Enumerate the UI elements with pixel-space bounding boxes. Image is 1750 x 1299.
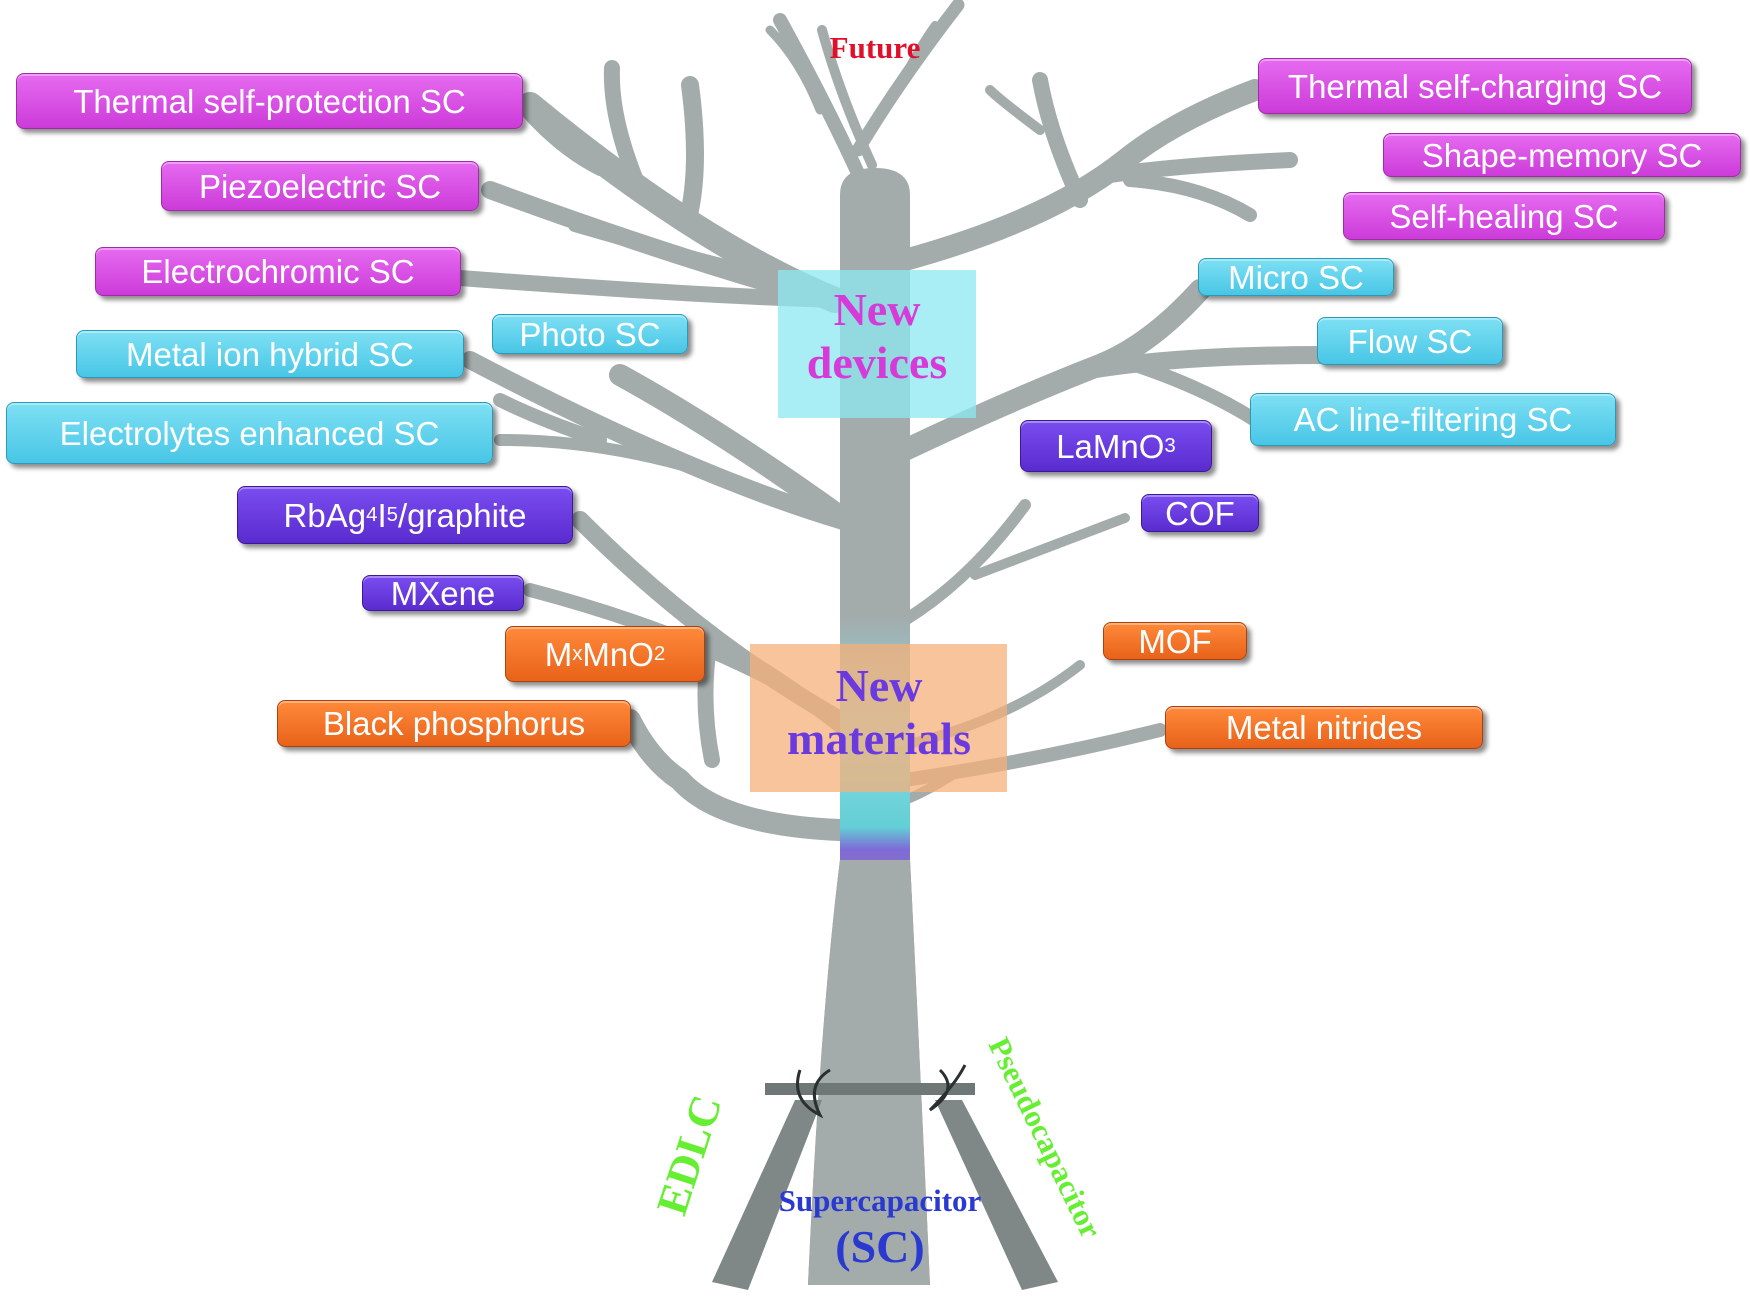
supercapacitor-line1: Supercapacitor	[778, 1183, 982, 1218]
tag-photo-sc: Photo SC	[492, 314, 688, 354]
new-devices-label: New devices	[768, 284, 986, 390]
rbag4i5-part-c: /graphite	[398, 496, 527, 534]
tag-mof: MOF	[1103, 622, 1247, 660]
new-devices-line2: devices	[806, 336, 948, 388]
new-materials-zone	[750, 644, 1007, 792]
new-materials-line1: New	[835, 660, 923, 711]
tag-micro-sc: Micro SC	[1198, 258, 1394, 296]
tag-self-healing-sc: Self-healing SC	[1343, 192, 1665, 240]
mxmno2-part-b: MnO	[582, 635, 654, 673]
tag-cof: COF	[1141, 494, 1259, 532]
tag-ac-line-filtering-sc: AC line-filtering SC	[1250, 393, 1616, 446]
tag-electrolytes-enhanced-sc: Electrolytes enhanced SC	[6, 402, 493, 464]
rbag4i5-part-b: I	[377, 496, 387, 534]
supercapacitor-label: Supercapacitor (SC)	[740, 1183, 1020, 1274]
new-devices-zone	[778, 270, 976, 418]
new-materials-line2: materials	[787, 712, 971, 764]
tag-shape-memory-sc: Shape-memory SC	[1383, 133, 1741, 177]
tag-mxene: MXene	[362, 575, 524, 611]
tag-black-phosphorus: Black phosphorus	[277, 700, 631, 747]
rbag4i5-part-a: RbAg	[283, 496, 367, 534]
tag-metal-ion-hybrid-sc: Metal ion hybrid SC	[76, 330, 464, 378]
tag-metal-nitrides: Metal nitrides	[1165, 706, 1483, 749]
future-label: Future	[829, 30, 921, 65]
lamno3-part-a: LaMnO	[1056, 427, 1165, 465]
tag-thermal-self-charging-sc: Thermal self-charging SC	[1258, 58, 1692, 114]
supercapacitor-line2: (SC)	[835, 1220, 925, 1272]
tag-piezoelectric-sc: Piezoelectric SC	[161, 161, 479, 211]
mxmno2-part-a: M	[544, 635, 573, 673]
tag-electrochromic-sc: Electrochromic SC	[95, 247, 461, 296]
tag-flow-sc: Flow SC	[1317, 317, 1503, 365]
tree-roots	[712, 1064, 1058, 1290]
tag-thermal-self-protection-sc: Thermal self-protection SC	[16, 73, 523, 129]
new-materials-label: New materials	[745, 660, 1013, 766]
new-devices-line1: New	[833, 284, 921, 335]
